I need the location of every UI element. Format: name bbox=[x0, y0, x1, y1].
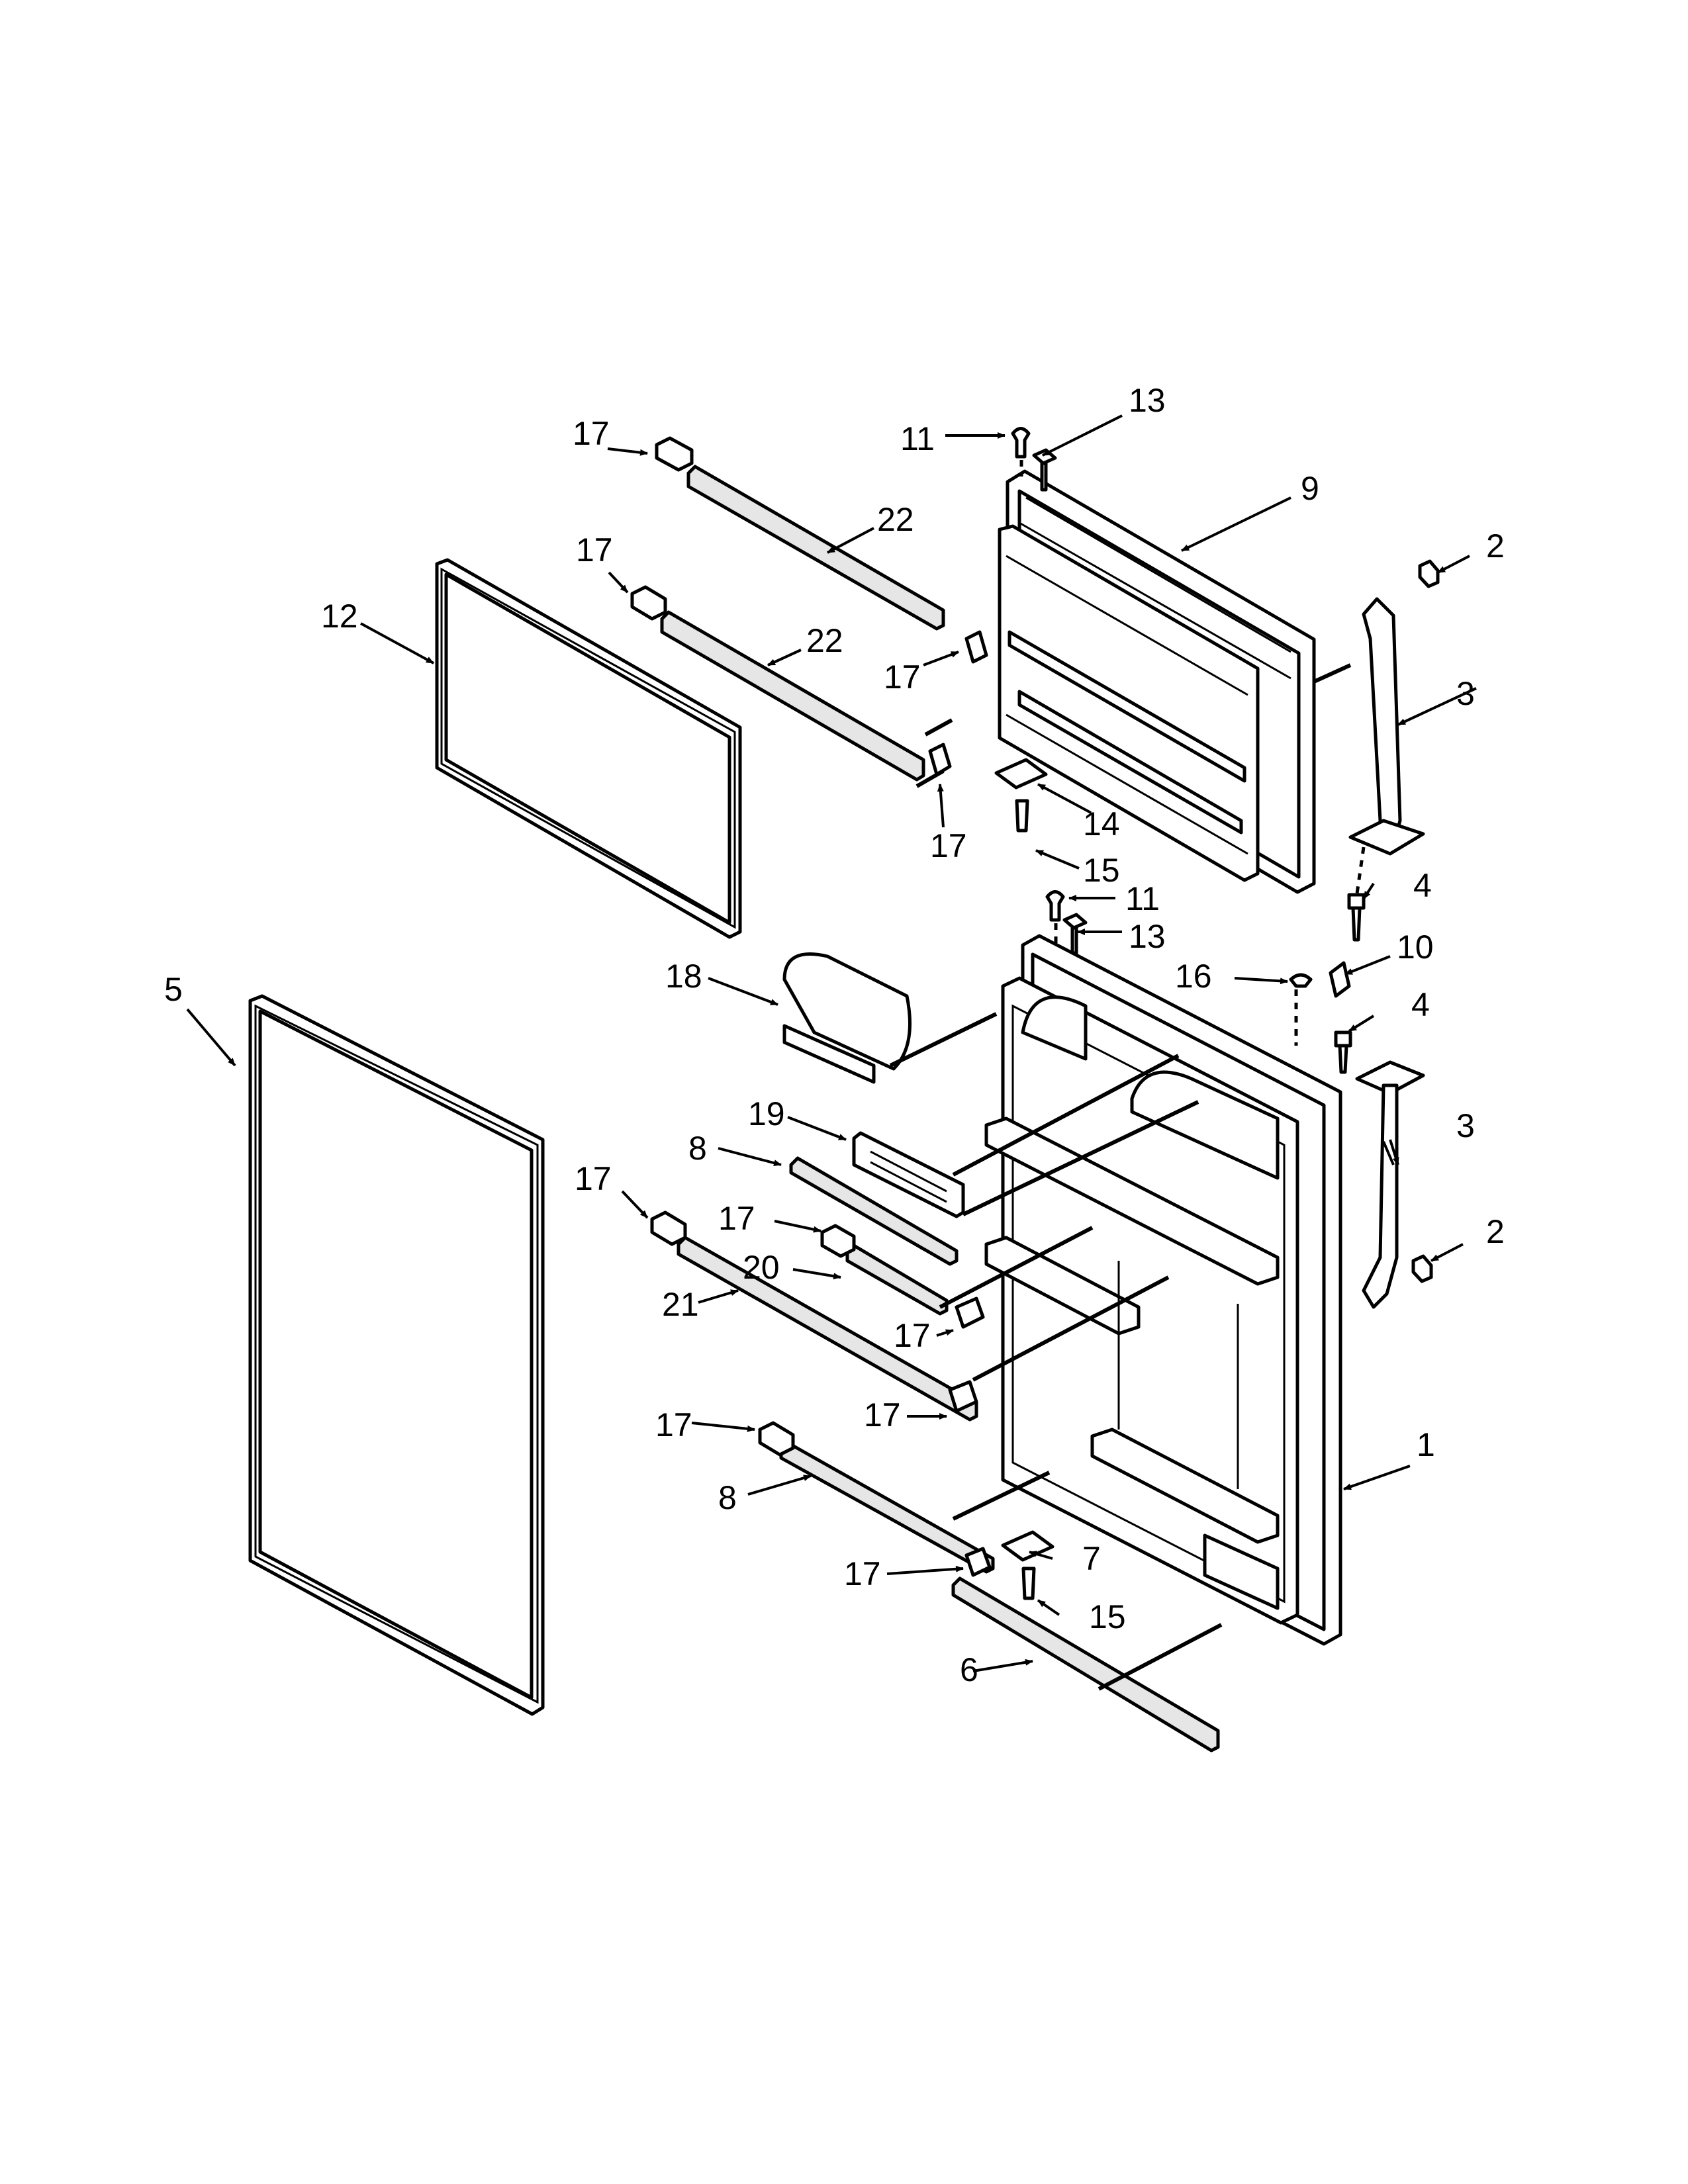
callout-3-top: 3 bbox=[1456, 675, 1475, 712]
callout-18: 18 bbox=[665, 958, 702, 995]
callout-5: 5 bbox=[164, 971, 183, 1008]
handle-screw-upper bbox=[1347, 893, 1366, 942]
callout-13-top: 13 bbox=[1129, 382, 1166, 419]
callout-4-mid: 4 bbox=[1411, 986, 1430, 1023]
callout-17-e: 17 bbox=[575, 1160, 612, 1197]
callout-13-mid: 13 bbox=[1129, 918, 1166, 955]
callout-22-b: 22 bbox=[806, 622, 843, 659]
callout-17-h: 17 bbox=[864, 1396, 901, 1433]
hinge-bushing-lower bbox=[1045, 890, 1065, 922]
freezer-shelf-rail-upper bbox=[686, 465, 945, 631]
callout-22-a: 22 bbox=[877, 501, 914, 538]
fresh-food-door-handle bbox=[1355, 1060, 1425, 1309]
handle-end-cap-upper bbox=[1418, 559, 1440, 588]
callout-8-bottom: 8 bbox=[718, 1479, 737, 1516]
callout-11-top: 11 bbox=[900, 420, 935, 457]
door-bottom-trim bbox=[951, 1576, 1220, 1752]
fresh-food-door bbox=[984, 934, 1342, 1646]
handle-screw-lower bbox=[1334, 1030, 1352, 1074]
callout-11-mid: 11 bbox=[1125, 880, 1160, 917]
door-stop-freezer bbox=[994, 758, 1048, 790]
hinge-screw-upper bbox=[1032, 448, 1057, 492]
clip-3 bbox=[964, 630, 988, 664]
callout-2-top: 2 bbox=[1486, 527, 1505, 565]
freezer-shelf-rail-lower bbox=[660, 610, 925, 782]
callout-20: 20 bbox=[743, 1249, 780, 1286]
door-rail-long bbox=[677, 1236, 978, 1422]
callout-7: 7 bbox=[1082, 1540, 1101, 1577]
door-plug-button bbox=[1289, 973, 1313, 988]
fresh-food-door-gasket bbox=[248, 994, 545, 1716]
door-rail-middle bbox=[845, 1244, 949, 1316]
clip-8 bbox=[948, 1380, 978, 1413]
callout-17-b: 17 bbox=[576, 531, 613, 569]
callout-16: 16 bbox=[1175, 958, 1212, 995]
freezer-door-handle bbox=[1348, 597, 1425, 856]
callout-14: 14 bbox=[1083, 805, 1120, 842]
callout-15-bottom: 15 bbox=[1089, 1598, 1126, 1635]
callout-21: 21 bbox=[662, 1286, 699, 1323]
clip-9 bbox=[758, 1421, 795, 1457]
clip-10 bbox=[964, 1547, 992, 1577]
clip-1 bbox=[655, 436, 694, 472]
callout-19: 19 bbox=[748, 1095, 785, 1132]
hinge-pin-screw-freezer bbox=[1015, 799, 1029, 833]
freezer-door bbox=[998, 469, 1316, 894]
callout-17-f: 17 bbox=[718, 1200, 755, 1237]
callout-3-mid: 3 bbox=[1456, 1107, 1475, 1144]
hinge-screw-lower bbox=[1062, 913, 1088, 955]
handle-end-cap-lower bbox=[1411, 1254, 1433, 1283]
door-rail-upper bbox=[789, 1156, 959, 1266]
clip-4 bbox=[928, 743, 952, 776]
callout-12: 12 bbox=[321, 598, 358, 635]
clip-7 bbox=[955, 1297, 985, 1329]
callout-17-a: 17 bbox=[573, 415, 610, 452]
callout-15-top: 15 bbox=[1083, 852, 1120, 889]
callout-8-top: 8 bbox=[688, 1130, 707, 1167]
callout-17-g: 17 bbox=[894, 1317, 931, 1354]
callout-labels: 13 11 17 22 9 2 17 12 22 17 3 14 17 15 4… bbox=[164, 382, 1505, 1688]
callout-17-i: 17 bbox=[655, 1406, 692, 1443]
assembly-lines bbox=[889, 460, 1366, 1691]
callout-17-d: 17 bbox=[930, 827, 967, 864]
clip-5 bbox=[650, 1210, 687, 1246]
door-stop-fresh-food bbox=[1001, 1530, 1055, 1562]
callout-9: 9 bbox=[1301, 470, 1319, 507]
hinge-bushing-upper bbox=[1011, 427, 1031, 459]
callout-17-c: 17 bbox=[884, 659, 921, 696]
callout-1: 1 bbox=[1417, 1426, 1435, 1463]
callout-17-j: 17 bbox=[844, 1555, 881, 1592]
dairy-compartment-door bbox=[782, 952, 912, 1084]
hinge-pin-screw-fresh-food bbox=[1021, 1567, 1036, 1600]
clip-6 bbox=[820, 1224, 856, 1258]
callout-2-bottom: 2 bbox=[1486, 1213, 1505, 1250]
freezer-door-gasket bbox=[435, 558, 742, 939]
callout-10: 10 bbox=[1397, 929, 1434, 966]
door-rail-lower bbox=[779, 1441, 995, 1574]
callout-4-top: 4 bbox=[1413, 867, 1432, 904]
callout-6: 6 bbox=[960, 1651, 978, 1688]
handle-mounting-screw bbox=[1329, 961, 1351, 998]
callout-leaders bbox=[186, 414, 1477, 1672]
clip-2 bbox=[630, 585, 667, 621]
